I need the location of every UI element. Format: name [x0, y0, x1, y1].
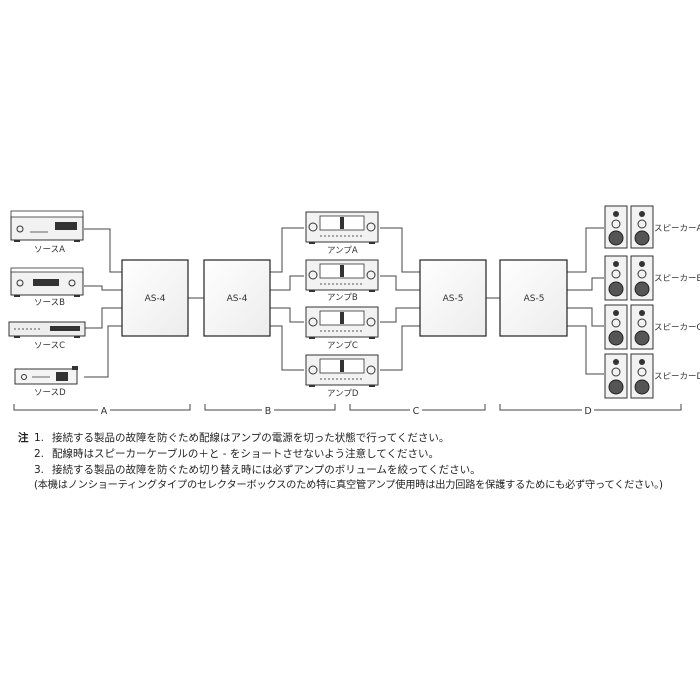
speaker-label-d: スピーカーD — [654, 372, 700, 382]
amp-label-b: アンプB — [327, 293, 358, 303]
amp-label-d: アンプD — [327, 389, 359, 399]
source-label-b: ソースB — [34, 298, 65, 308]
amp-b-device — [305, 259, 379, 292]
speaker-label-b: スピーカーB — [654, 274, 700, 284]
switcher-box-3: AS-5 — [419, 259, 487, 337]
note-row-3: 3. 接続する製品の故障を防ぐため切り替え時には必ずアンプのボリュームを絞ってく… — [18, 462, 698, 478]
speaker-label-c: スピーカーC — [654, 323, 700, 333]
switcher-label-3: AS-5 — [443, 294, 464, 304]
amp-d-device — [305, 354, 379, 387]
speaker-pair-a — [604, 205, 654, 249]
note-mark: 注 — [18, 432, 29, 444]
source-a-device — [10, 210, 84, 242]
switcher-box-4: AS-5 — [499, 259, 568, 337]
switcher-box-2: AS-4 — [203, 259, 271, 337]
note-number: 3. — [34, 464, 45, 476]
connection-diagram: AS-4 AS-4 AS-5 AS-5 — [8, 205, 700, 417]
source-d-device — [14, 366, 78, 385]
amp-label-c: アンプC — [327, 341, 358, 351]
amp-label-a: アンプA — [327, 246, 358, 256]
source-label-c: ソースC — [34, 341, 65, 351]
amp-a-device — [305, 211, 379, 244]
note-number: 1. — [34, 432, 45, 444]
speaker-label-a: スピーカーA — [654, 224, 700, 234]
note-row-2: 2. 配線時はスピーカーケーブルの＋と - をショートさせないよう注意してくださ… — [18, 446, 698, 462]
notes-block: 注 1. 接続する製品の故障を防ぐため配線はアンプの電源を切った状態で行ってくだ… — [18, 430, 698, 494]
section-brackets — [13, 404, 682, 411]
source-label-a: ソースA — [34, 245, 65, 255]
speaker-pair-b — [604, 255, 654, 301]
source-b-device — [10, 267, 84, 297]
switcher-label-4: AS-5 — [524, 294, 545, 304]
section-label-d: D — [584, 406, 591, 417]
wires — [84, 227, 604, 378]
section-label-a: A — [101, 406, 108, 417]
speaker-pair-d — [604, 353, 654, 399]
source-label-d: ソースD — [34, 388, 66, 398]
switcher-label-1: AS-4 — [145, 294, 166, 304]
note-sub: (本機はノンショーティングタイプのセレクターボックスのため特に真空管アンプ使用時… — [34, 480, 663, 491]
section-label-b: B — [265, 406, 272, 417]
section-label-c: C — [413, 406, 420, 417]
amp-c-device — [305, 306, 379, 339]
note-row-1: 注 1. 接続する製品の故障を防ぐため配線はアンプの電源を切った状態で行ってくだ… — [18, 430, 698, 446]
note-text: 接続する製品の故障を防ぐため切り替え時には必ずアンプのボリュームを絞ってください… — [52, 464, 481, 476]
note-text: 接続する製品の故障を防ぐため配線はアンプの電源を切った状態で行ってください。 — [52, 432, 450, 444]
note-text: 配線時はスピーカーケーブルの＋と - をショートさせないよう注意してください。 — [52, 448, 439, 460]
switcher-label-2: AS-4 — [227, 294, 248, 304]
source-c-device — [8, 321, 86, 338]
note-number: 2. — [34, 448, 45, 460]
switcher-box-1: AS-4 — [121, 259, 189, 337]
speaker-pair-c — [604, 304, 654, 350]
